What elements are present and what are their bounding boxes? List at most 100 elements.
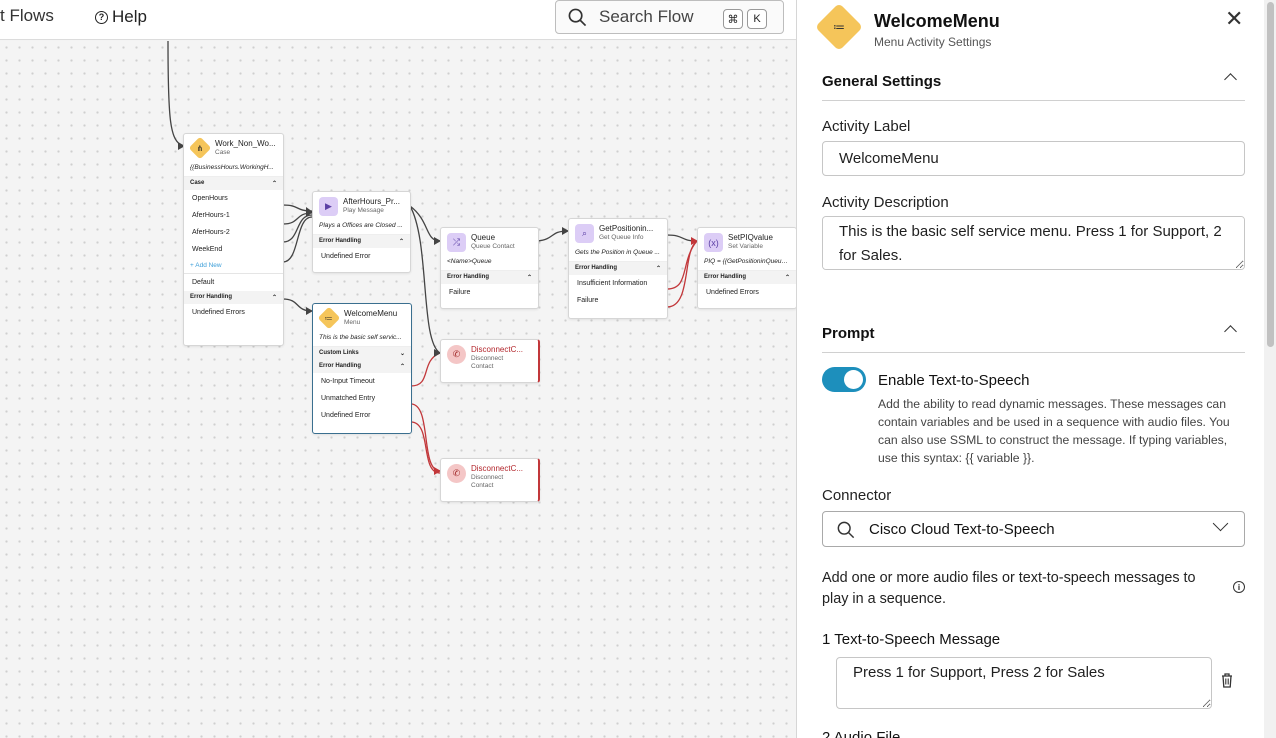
search-icon [837, 521, 855, 539]
node-description: This is the basic self servic... [313, 332, 411, 347]
activity-label-label: Activity Label [822, 118, 911, 135]
enable-tts-toggle[interactable] [822, 367, 866, 392]
section-title: Prompt [822, 325, 875, 342]
error-row-unmatched-entry[interactable]: Unmatched Entry [321, 395, 376, 402]
case-row-aferhours-2[interactable]: AferHours-2 [192, 229, 230, 236]
search-placeholder: Search Flow [599, 7, 694, 26]
setpiqvalue-node[interactable]: (x) SetPIQvalue Set Variable PIQ = {{Get… [697, 227, 796, 309]
disconnect-phone-icon: ✆ [447, 345, 466, 364]
search-queue-icon: ⌕ [575, 224, 594, 243]
help-label: Help [112, 7, 147, 26]
case-row-openhours[interactable]: OpenHours [192, 195, 228, 202]
error-row[interactable]: Failure [449, 289, 471, 296]
node-description: <Name>Queue [441, 256, 538, 271]
activity-description-label: Activity Description [822, 194, 949, 211]
connection-wires [167, 41, 698, 475]
chevron-up-icon: ⌃ [271, 181, 277, 187]
node-title: Work_Non_Wo... [215, 139, 276, 148]
panel-title: WelcomeMenu [874, 11, 1000, 31]
error-row-undefined-error[interactable]: Undefined Error [321, 412, 371, 419]
error-handling-header[interactable]: Error Handling⌃ [441, 271, 538, 284]
k-key-badge: K [747, 9, 767, 29]
panel-scrollbar[interactable] [1264, 0, 1276, 738]
info-icon[interactable]: i [1233, 581, 1245, 593]
activity-settings-panel: ≔ WelcomeMenu Menu Activity Settings ✕ G… [796, 0, 1276, 738]
disconnect-contact-node-1[interactable]: ✆ DisconnectC... Disconnect Contact [440, 339, 540, 383]
error-row[interactable]: Undefined Error [321, 253, 371, 260]
node-title: DisconnectC... [471, 464, 524, 473]
chevron-up-icon: ⌃ [398, 239, 404, 245]
node-type: Menu [344, 319, 361, 326]
activity-label-input[interactable] [822, 141, 1245, 176]
node-type: Queue Contact [471, 243, 515, 250]
prompt-section-header[interactable]: Prompt [822, 319, 1245, 353]
chevron-up-icon: ⌃ [655, 266, 661, 272]
error-row[interactable]: Undefined Errors [192, 309, 245, 316]
node-type: Disconnect [471, 355, 504, 362]
afterhours-node[interactable]: ▶ AfterHours_Pr... Play Message Plays a … [312, 191, 411, 273]
custom-links-header[interactable]: Custom Links⌄ [313, 347, 411, 360]
error-handling-header[interactable]: Error Handling⌃ [184, 291, 283, 304]
case-icon: ⋔ [188, 136, 212, 160]
case-row-default[interactable]: Default [184, 273, 283, 291]
section-title: General Settings [822, 73, 942, 90]
error-row[interactable]: Undefined Errors [706, 289, 759, 296]
search-flow-input[interactable]: Search Flow ⌘ K [555, 0, 784, 34]
audio-file-item-header: 2 Audio File [822, 729, 901, 738]
connector-select[interactable]: Cisco Cloud Text-to-Speech [822, 511, 1245, 547]
chevron-up-icon[interactable] [1224, 73, 1237, 86]
activity-description-textarea[interactable]: This is the basic self service menu. Pre… [822, 216, 1245, 270]
chevron-up-icon: ⌃ [526, 275, 532, 281]
menu-icon: ≔ [317, 306, 341, 330]
search-icon [568, 8, 587, 26]
node-title: DisconnectC... [471, 345, 524, 354]
error-row-no-input-timeout[interactable]: No-Input Timeout [321, 378, 375, 385]
top-bar: t Flows ? Help Search Flow ⌘ K [0, 0, 796, 40]
help-icon: ? [95, 10, 108, 24]
chevron-down-icon[interactable] [1212, 515, 1229, 532]
case-row-weekend[interactable]: WeekEnd [192, 246, 223, 253]
error-row-insufficient-information[interactable]: Insufficient Information [577, 280, 648, 287]
node-title: WelcomeMenu [344, 309, 398, 318]
node-title: Queue [471, 233, 496, 242]
node-title: AfterHours_Pr... [343, 197, 400, 206]
command-key-badge: ⌘ [723, 9, 743, 29]
node-type: Get Queue Info [599, 234, 644, 241]
error-handling-header[interactable]: Error Handling⌃ [313, 235, 410, 248]
help-button[interactable]: ? Help [95, 7, 147, 27]
panel-subtitle: Menu Activity Settings [874, 35, 992, 49]
tts-message-textarea[interactable]: Press 1 for Support, Press 2 for Sales [836, 657, 1212, 709]
chevron-up-icon[interactable] [1224, 325, 1237, 338]
case-node[interactable]: ⋔ Work_Non_Wo... Case {{BusinessHours.Wo… [183, 133, 284, 346]
case-row-aferhours-1[interactable]: AferHours-1 [192, 212, 230, 219]
flows-breadcrumb[interactable]: t Flows [0, 6, 54, 25]
flow-canvas[interactable]: ⋔ Work_Non_Wo... Case {{BusinessHours.Wo… [0, 41, 796, 738]
connector-value: Cisco Cloud Text-to-Speech [869, 520, 1055, 538]
node-type: Disconnect [471, 474, 504, 481]
disconnect-phone-icon: ✆ [447, 464, 466, 483]
tts-message-item-header: 1 Text-to-Speech Message [822, 631, 1001, 648]
trash-icon[interactable] [1220, 672, 1234, 688]
node-type: Play Message [343, 207, 384, 214]
case-section-header[interactable]: Case⌃ [184, 177, 283, 190]
node-type-2: Contact [471, 363, 494, 370]
error-handling-header[interactable]: Error Handling⌃ [313, 360, 411, 373]
error-row-failure[interactable]: Failure [577, 297, 599, 304]
sequence-info-text: Add one or more audio files or text-to-s… [822, 570, 1196, 607]
welcomemenu-node[interactable]: ≔ WelcomeMenu Menu This is the basic sel… [312, 303, 412, 434]
chevron-up-icon: ⌃ [271, 295, 277, 301]
variable-icon: (x) [704, 233, 723, 252]
shuffle-icon: ⤮ [447, 233, 466, 252]
queue-node[interactable]: ⤮ Queue Queue Contact <Name>Queue Error … [440, 227, 539, 309]
error-handling-header[interactable]: Error Handling⌃ [698, 271, 796, 284]
node-description: Gets the Position in Queue ... [569, 247, 667, 262]
menu-icon: ≔ [814, 2, 864, 52]
error-handling-header[interactable]: Error Handling⌃ [569, 262, 667, 275]
chevron-down-icon: ⌄ [399, 351, 405, 357]
getposition-node[interactable]: ⌕ GetPositionin... Get Queue Info Gets t… [568, 218, 668, 319]
add-new-case-link[interactable]: + Add New [190, 262, 222, 269]
disconnect-contact-node-2[interactable]: ✆ DisconnectC... Disconnect Contact [440, 458, 540, 502]
close-icon[interactable]: ✕ [1225, 6, 1244, 31]
node-type-2: Contact [471, 482, 494, 489]
general-settings-header[interactable]: General Settings [822, 67, 1245, 101]
